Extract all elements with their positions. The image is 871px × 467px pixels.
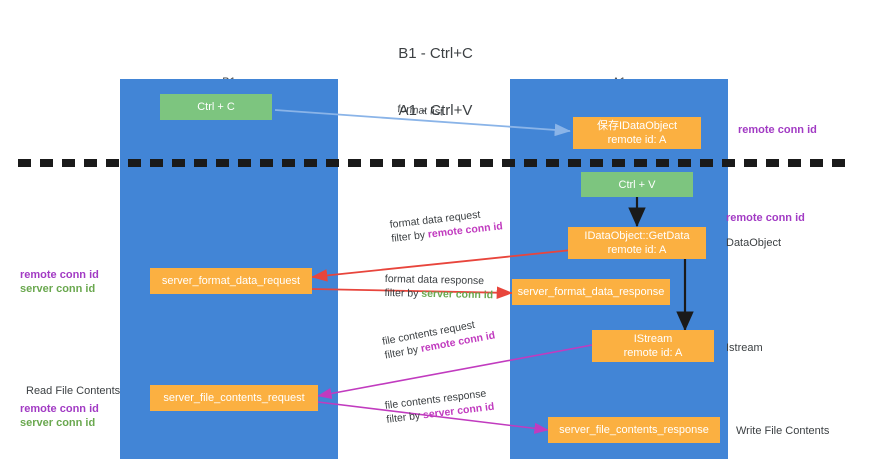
connector-file-contents-response <box>317 401 549 434</box>
connector-format-data-request <box>311 249 573 282</box>
node-istream[interactable]: IStream remote id: A <box>592 330 714 362</box>
edge-label-format-data-response-prefix: filter by <box>384 286 422 300</box>
annotation-left-read-file-contents: Read File Contents <box>26 385 121 397</box>
node-istream-remote-id: remote id: A <box>623 347 683 359</box>
connector-format-data-response <box>311 286 513 299</box>
annotation-right-remote-conn-id-mid: remote conn id <box>726 212 805 224</box>
node-idataobject-getdata-label: IDataObject::GetData <box>584 230 690 242</box>
edge-label-format-data-response-accent: server conn id <box>421 287 494 302</box>
annotation-right-write-file-contents: Write File Contents <box>736 425 830 437</box>
node-server-file-contents-request[interactable]: server_file_contents_request <box>150 385 318 411</box>
node-server-file-contents-response-label: server_file_contents_response <box>559 424 709 436</box>
annotation-left-server-conn-id-bottom: server conn id <box>20 417 96 429</box>
node-ctrl-c[interactable]: Ctrl + C <box>160 94 272 120</box>
node-server-format-data-response[interactable]: server_format_data_response <box>512 279 670 305</box>
edge-label-format-data-response-line2: filter by server conn id <box>384 286 493 302</box>
node-idataobject-remote-id: remote id: A <box>607 134 667 146</box>
connector-file-contents-request <box>317 344 593 400</box>
node-server-format-data-request-label: server_format_data_request <box>161 275 301 287</box>
node-server-format-data-response-label: server_format_data_response <box>517 286 665 298</box>
connector-format-list <box>274 109 571 137</box>
node-istream-label: IStream <box>633 333 673 345</box>
node-ctrl-c-label: Ctrl + C <box>197 101 235 113</box>
annotation-left-remote-conn-id-mid: remote conn id <box>20 269 99 281</box>
node-server-file-contents-response[interactable]: server_file_contents_response <box>548 417 720 443</box>
title-line-1: B1 - Ctrl+C <box>398 45 473 62</box>
node-idataobject-getdata[interactable]: IDataObject::GetData remote id: A <box>568 227 706 259</box>
node-idataobject-getdata-remote-id: remote id: A <box>607 244 667 256</box>
node-idataobject-label: 保存IDataObject <box>596 120 678 132</box>
node-ctrl-v-label: Ctrl + V <box>618 178 656 191</box>
edge-label-format-data-response: format data response filter by server co… <box>384 272 493 302</box>
annotation-left-remote-conn-id-bottom: remote conn id <box>20 403 99 415</box>
node-server-format-data-request[interactable]: server_format_data_request <box>150 268 312 294</box>
page-title: B1 - Ctrl+C A1 - Ctrl+V <box>0 6 871 158</box>
annotation-right-istream: Istream <box>726 342 763 354</box>
annotation-right-dataobject: DataObject <box>726 237 782 249</box>
section-divider <box>18 159 854 167</box>
annotation-right-remote-conn-id-top: remote conn id <box>738 124 817 136</box>
node-server-file-contents-request-label: server_file_contents_request <box>163 392 305 404</box>
title-line-2: A1 - Ctrl+V <box>398 102 473 119</box>
node-idataobject[interactable]: 保存IDataObject remote id: A <box>573 117 701 149</box>
node-ctrl-v[interactable]: Ctrl + V <box>581 172 693 197</box>
annotation-left-server-conn-id-mid: server conn id <box>20 283 96 295</box>
